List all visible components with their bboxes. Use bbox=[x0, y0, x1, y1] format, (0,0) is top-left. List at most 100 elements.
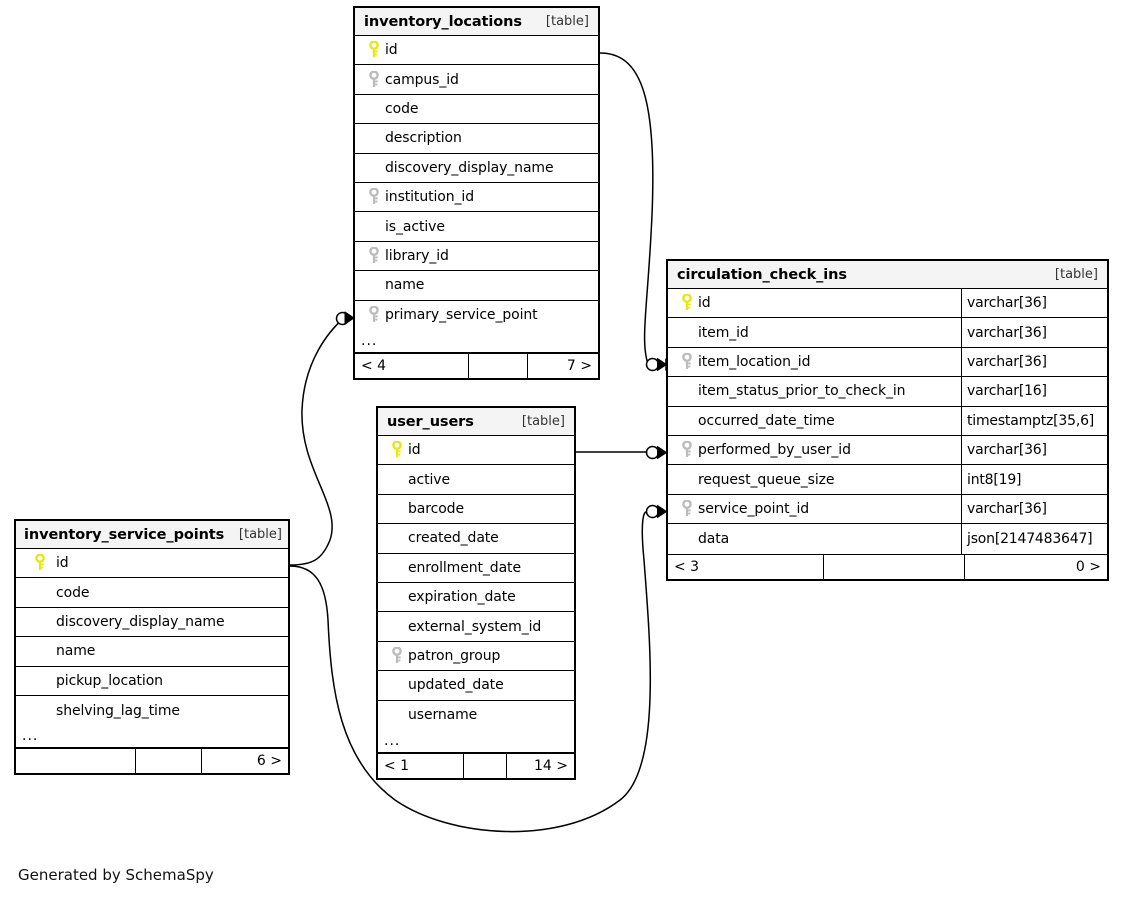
table-row[interactable]: data json[2147483647] bbox=[668, 524, 1107, 554]
table-row[interactable]: request_queue_size int8[19] bbox=[668, 465, 1107, 495]
table-row[interactable]: updated_date bbox=[378, 671, 574, 701]
column-name: item_status_prior_to_check_in bbox=[698, 383, 906, 400]
column-name: service_point_id bbox=[698, 500, 810, 517]
table-row[interactable]: service_point_id varchar[36] bbox=[668, 494, 1107, 525]
column-name: item_location_id bbox=[698, 353, 811, 370]
table-row[interactable]: id bbox=[378, 436, 574, 466]
table-row[interactable]: id bbox=[355, 36, 598, 66]
table-row[interactable]: id bbox=[16, 549, 288, 579]
table-row[interactable]: id varchar[36] bbox=[668, 289, 1107, 319]
column-name-cell: patron_group bbox=[378, 642, 574, 670]
column-name-cell: performed_by_user_id bbox=[668, 436, 961, 464]
column-name: primary_service_point bbox=[385, 307, 538, 324]
table-row[interactable]: discovery_display_name bbox=[355, 154, 598, 183]
table-row[interactable]: name bbox=[355, 271, 598, 301]
column-name-cell: id bbox=[378, 436, 574, 464]
column-name-cell: id bbox=[668, 289, 961, 317]
column-type: int8[19] bbox=[967, 471, 1022, 488]
table-row[interactable]: patron_group bbox=[378, 642, 574, 672]
table-inventory-service-points[interactable]: inventory_service_points [table] id code bbox=[14, 519, 290, 776]
column-name-cell: service_point_id bbox=[668, 495, 961, 523]
table-row[interactable]: item_location_id varchar[36] bbox=[668, 347, 1107, 378]
footer-children-count[interactable]: 14 > bbox=[534, 757, 568, 774]
column-name: id bbox=[408, 442, 421, 459]
column-name: created_date bbox=[408, 530, 499, 547]
column-list: id campus_id bbox=[355, 36, 598, 330]
footer-parents-count[interactable]: < 1 bbox=[378, 753, 464, 778]
column-name-cell: updated_date bbox=[378, 671, 574, 699]
column-type-cell: varchar[36] bbox=[961, 347, 1107, 377]
column-name: performed_by_user_id bbox=[698, 442, 851, 459]
table-type-tag: [table] bbox=[521, 414, 565, 429]
table-row[interactable]: enrollment_date bbox=[378, 554, 574, 583]
more-columns-indicator: ... bbox=[16, 725, 288, 749]
foreign-key-icon bbox=[363, 306, 385, 324]
column-name-cell: discovery_display_name bbox=[16, 608, 288, 636]
table-row[interactable]: institution_id bbox=[355, 183, 598, 213]
column-name-cell: library_id bbox=[355, 242, 598, 270]
table-row[interactable]: pickup_location bbox=[16, 667, 288, 696]
table-title: user_users bbox=[387, 413, 474, 430]
footer-parents-count[interactable]: < 4 bbox=[355, 353, 469, 378]
table-row[interactable]: occurred_date_time timestamptz[35,6] bbox=[668, 406, 1107, 436]
column-name: name bbox=[385, 277, 425, 294]
edge-inventory-locations-to-check-ins-item-location bbox=[599, 52, 667, 372]
table-row[interactable]: is_active bbox=[355, 212, 598, 242]
table-user-users[interactable]: user_users [table] id active bbox=[376, 406, 576, 780]
column-name-cell: occurred_date_time bbox=[668, 407, 961, 435]
table-row[interactable]: library_id bbox=[355, 242, 598, 272]
column-name: code bbox=[385, 100, 419, 117]
footer-parents-count[interactable]: < 3 bbox=[668, 554, 824, 579]
table-row[interactable]: name bbox=[16, 637, 288, 667]
table-row[interactable]: primary_service_point bbox=[355, 301, 598, 330]
foreign-key-icon bbox=[363, 70, 385, 89]
column-name: institution_id bbox=[385, 189, 474, 206]
primary-key-icon bbox=[363, 41, 385, 59]
table-row[interactable]: item_status_prior_to_check_in varchar[16… bbox=[668, 377, 1107, 407]
column-name: external_system_id bbox=[408, 618, 542, 635]
table-row[interactable]: active bbox=[378, 465, 574, 495]
table-row[interactable]: expiration_date bbox=[378, 583, 574, 613]
column-name: pickup_location bbox=[56, 672, 163, 689]
table-row[interactable]: external_system_id bbox=[378, 612, 574, 642]
table-row[interactable]: code bbox=[355, 95, 598, 125]
table-row[interactable]: shelving_lag_time bbox=[16, 696, 288, 725]
column-list: id active barcode bbox=[378, 436, 574, 730]
footer-middle bbox=[136, 749, 202, 774]
foreign-key-icon bbox=[676, 441, 698, 459]
table-circulation-check-ins[interactable]: circulation_check_ins [table] id varchar… bbox=[666, 259, 1109, 581]
table-title: inventory_locations bbox=[364, 13, 522, 30]
column-name-cell: created_date bbox=[378, 524, 574, 552]
footer-children-count[interactable]: 7 > bbox=[566, 357, 592, 374]
table-row[interactable]: item_id varchar[36] bbox=[668, 318, 1107, 348]
table-row[interactable]: performed_by_user_id varchar[36] bbox=[668, 435, 1107, 466]
column-name-cell: item_status_prior_to_check_in bbox=[668, 377, 961, 405]
footer-parents-count[interactable] bbox=[16, 749, 136, 774]
table-type-tag: [table] bbox=[238, 527, 282, 542]
table-row[interactable]: discovery_display_name bbox=[16, 608, 288, 638]
footer-children-count[interactable]: 0 > bbox=[1075, 558, 1101, 575]
column-name-cell: code bbox=[355, 95, 598, 123]
column-name: updated_date bbox=[408, 677, 504, 694]
column-name-cell: institution_id bbox=[355, 183, 598, 211]
table-row[interactable]: created_date bbox=[378, 524, 574, 554]
column-type-cell: varchar[36] bbox=[961, 435, 1107, 465]
footer-children-count[interactable]: 6 > bbox=[256, 753, 282, 770]
table-row[interactable]: description bbox=[355, 124, 598, 154]
column-name-cell: is_active bbox=[355, 212, 598, 240]
column-name: shelving_lag_time bbox=[56, 702, 180, 719]
table-title: inventory_service_points bbox=[24, 526, 225, 543]
table-row[interactable]: campus_id bbox=[355, 65, 598, 95]
column-name-cell: data bbox=[668, 524, 961, 553]
column-name: item_id bbox=[698, 324, 749, 341]
column-type: varchar[36] bbox=[967, 353, 1047, 370]
table-inventory-locations[interactable]: inventory_locations [table] id bbox=[353, 6, 600, 380]
table-row[interactable]: barcode bbox=[378, 495, 574, 525]
table-row[interactable]: code bbox=[16, 578, 288, 608]
table-row[interactable]: username bbox=[378, 701, 574, 730]
foreign-key-icon bbox=[676, 499, 698, 518]
column-name: discovery_display_name bbox=[385, 159, 554, 176]
column-name: is_active bbox=[385, 218, 445, 235]
more-columns-indicator: ... bbox=[355, 330, 598, 353]
column-name-cell: id bbox=[16, 549, 288, 577]
